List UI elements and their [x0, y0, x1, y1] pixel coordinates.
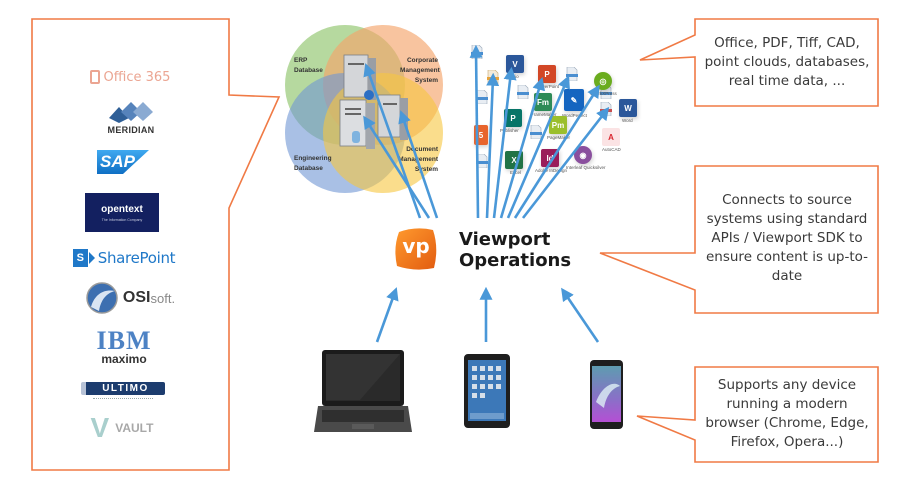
- sharepoint-arrow-icon: [88, 252, 95, 264]
- sap-logo: SAP: [97, 150, 149, 174]
- source-systems-callout-border: [31, 18, 281, 471]
- app-icon-framemaker: Fm: [534, 93, 552, 111]
- app-icon-autocad: A: [602, 128, 620, 146]
- app-icon-word: W: [619, 99, 637, 117]
- opentext-logo: opentext The Information Company: [85, 193, 159, 232]
- arrow-to-app-7: [521, 106, 610, 219]
- devices-callout-border: [636, 366, 879, 463]
- vp-badge-icon: [395, 228, 437, 270]
- arrow-to-server-3: [398, 110, 439, 219]
- arrow-to-app-2: [485, 72, 500, 219]
- app-icon-wordperfect: ✎: [564, 89, 584, 111]
- sap-badge-icon: [97, 150, 149, 174]
- arrow-from-laptop: [375, 287, 399, 343]
- arrow-to-server-1: [363, 63, 422, 219]
- formats-callout-border: [639, 18, 879, 107]
- smartphone-icon: [590, 360, 623, 429]
- arrow-to-app-4: [499, 77, 546, 219]
- osisoft-logo: OSI soft.: [70, 280, 190, 316]
- arrow-to-app-3: [492, 66, 517, 219]
- devices-callout-text: Supports any device running a modern bro…: [705, 377, 869, 450]
- ultimo-logo: ULTIMO: [80, 381, 166, 401]
- arrow-to-app-6: [513, 84, 600, 219]
- viewport-title-line1: Viewport: [459, 229, 551, 250]
- app-icon-publisher: P: [504, 109, 522, 127]
- vault-logo: V VAULT: [90, 412, 154, 443]
- sharepoint-logo: S SharePoint: [66, 246, 182, 270]
- file-icon: [530, 125, 542, 139]
- sharepoint-icon: S: [72, 249, 88, 267]
- osisoft-swirl-icon: [86, 282, 118, 314]
- ultimo-tagline: [93, 398, 153, 400]
- arrow-to-app-5: [506, 75, 570, 219]
- connects-callout-text: Connects to source systems using standar…: [705, 192, 869, 284]
- arrow-to-server-2: [363, 115, 431, 219]
- formats-callout-text: Office, PDF, Tiff, CAD, point clouds, da…: [704, 35, 870, 89]
- venn-label-corporate: Corporate Management System: [400, 57, 440, 84]
- venn-label-engineering: Engineering Database: [294, 155, 332, 172]
- connects-callout-border: [599, 165, 879, 314]
- file-icon: [517, 85, 529, 99]
- office-icon: [89, 70, 100, 84]
- venn-label-erp: ERP Database: [294, 57, 323, 74]
- viewport-title-line2: Operations: [459, 250, 572, 271]
- arrow-to-app-1: [469, 44, 483, 219]
- laptop-icon: [314, 350, 412, 432]
- tablet-icon: [464, 354, 510, 428]
- app-icon-interleaf: ◉: [574, 146, 592, 164]
- ibm-maximo-logo: IBM maximo: [96, 325, 152, 366]
- meridian-logo: MERIDIAN: [86, 96, 176, 140]
- meridian-mark-icon: [109, 102, 153, 123]
- app-icon-pagemaker: Pm: [549, 116, 567, 134]
- office365-logo: Office 365: [80, 66, 180, 88]
- arrow-from-phone: [561, 287, 600, 343]
